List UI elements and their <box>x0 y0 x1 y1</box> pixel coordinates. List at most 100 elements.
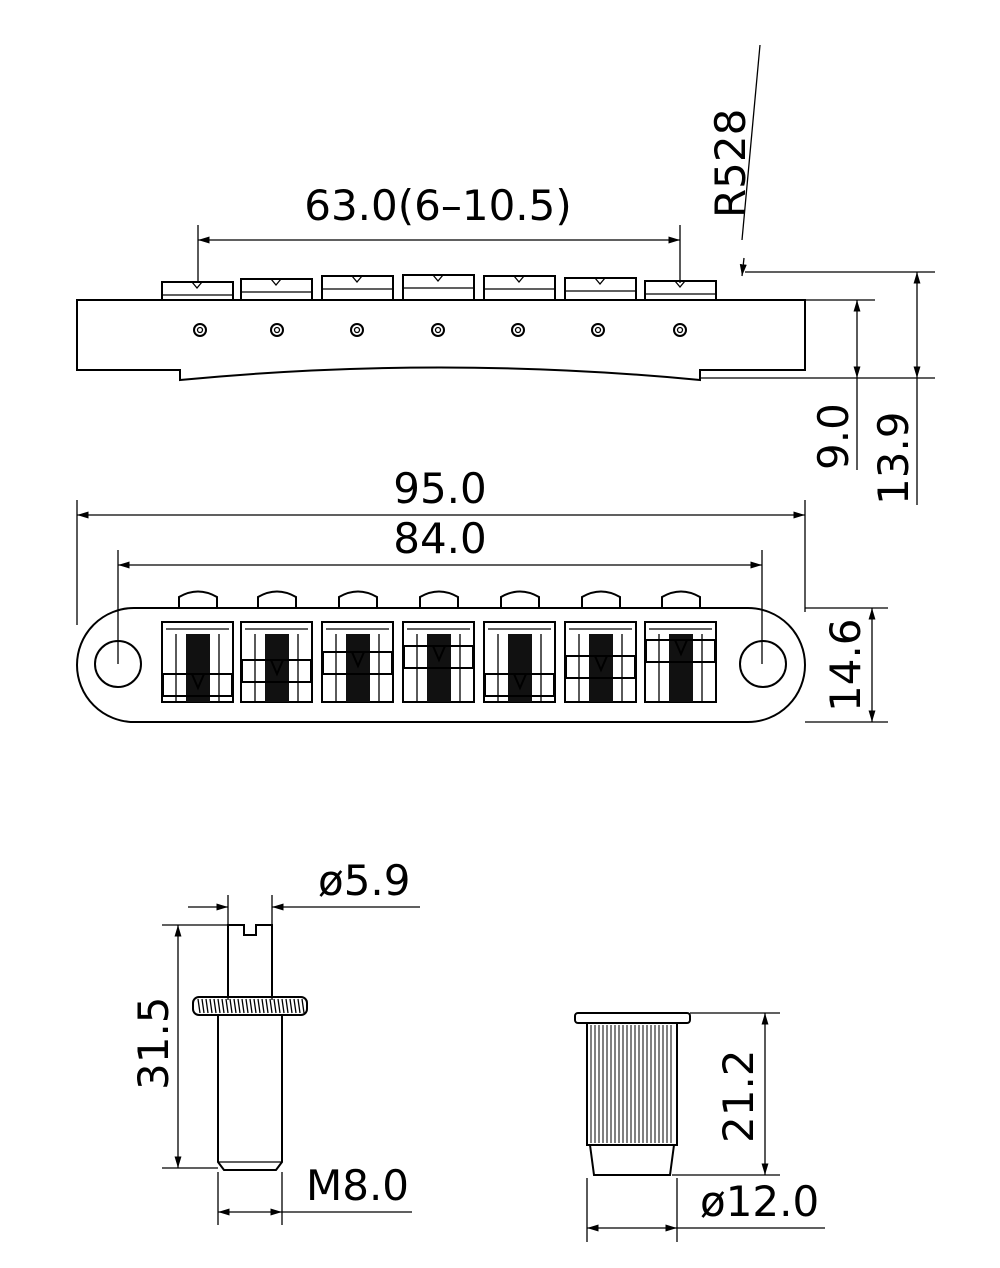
side-saddles <box>161 274 717 337</box>
radius-arrow <box>739 257 747 277</box>
saddle-carriage <box>484 673 555 697</box>
radius-leader <box>741 44 761 241</box>
string-notch <box>351 651 365 669</box>
screw-hole <box>193 323 207 337</box>
side-saddle <box>240 278 313 301</box>
thumbwheel-knurl <box>197 998 305 1014</box>
knurl-line <box>269 998 273 1014</box>
screw-head <box>581 590 621 608</box>
knurl-line <box>217 998 221 1014</box>
knurl-line <box>245 998 249 1014</box>
string-notch <box>432 274 444 283</box>
side-saddle <box>161 281 234 301</box>
saddle-carriage <box>241 659 312 683</box>
bushing-flange <box>574 1012 691 1024</box>
saddle-carriage <box>403 645 474 669</box>
front-saddles <box>161 621 717 703</box>
bushing-drawing: 21.2 ø12.0 <box>574 1012 825 1242</box>
string-notch <box>270 278 282 287</box>
saddle-carriage <box>322 651 393 675</box>
knurl-line <box>293 998 297 1014</box>
knurl-line <box>285 998 289 1014</box>
knurl-line <box>301 998 305 1014</box>
screw-hole <box>673 323 687 337</box>
side-view: 63.0(6–10.5) R528 9.0 13.9 <box>76 44 935 505</box>
side-saddle <box>321 275 394 301</box>
knurl-line <box>281 998 285 1014</box>
screw-hole-inner <box>273 326 281 334</box>
screw-head <box>178 590 218 608</box>
bushing-diameter-label: ø12.0 <box>700 1177 819 1226</box>
knurl-line <box>257 998 261 1014</box>
string-notch <box>674 639 688 657</box>
knurl-line <box>233 998 237 1014</box>
string-notch <box>191 673 205 691</box>
knurl-line <box>297 998 301 1014</box>
knurl-line <box>221 998 225 1014</box>
string-notch <box>351 275 363 284</box>
saddle-carriage <box>162 673 233 697</box>
knurl-line <box>241 998 245 1014</box>
side-saddle <box>483 275 556 301</box>
screw-hole <box>270 323 284 337</box>
post-hole-left <box>94 640 142 688</box>
string-notch <box>270 659 284 677</box>
bushing-base <box>588 1144 676 1176</box>
stud-drawing: ø5.9 31.5 M8.0 <box>129 856 420 1225</box>
stud-head <box>227 924 273 998</box>
bridge-body-front <box>76 607 806 723</box>
knurl-line <box>205 998 209 1014</box>
screw-hole <box>431 323 445 337</box>
intonation-screw-thread <box>508 634 532 702</box>
intonation-screw-thread <box>669 634 693 702</box>
knurl-line <box>201 998 205 1014</box>
knurl-line <box>213 998 217 1014</box>
thread-label: M8.0 <box>306 1161 409 1210</box>
side-saddle <box>564 277 637 301</box>
intonation-screw-thread <box>265 634 289 702</box>
knurl-line <box>253 998 257 1014</box>
screw-hole <box>350 323 364 337</box>
post-hole-right <box>739 640 787 688</box>
screw-hole-inner <box>434 326 442 334</box>
intonation-screw-thread <box>186 634 210 702</box>
head-diameter-label: ø5.9 <box>318 856 411 905</box>
knurl-line <box>277 998 281 1014</box>
knurl-line <box>273 998 277 1014</box>
screw-head <box>500 590 540 608</box>
radius-label: R528 <box>706 109 755 218</box>
screw-hole-inner <box>196 326 204 334</box>
string-notch <box>432 645 446 663</box>
screw-head <box>419 590 459 608</box>
knurl-line <box>237 998 241 1014</box>
overall-length-label: 95.0 <box>393 464 487 513</box>
total-height-label: 13.9 <box>869 411 918 505</box>
post-spacing-label: 84.0 <box>393 514 487 563</box>
screw-head <box>257 590 297 608</box>
knurl-line <box>209 998 213 1014</box>
side-saddle <box>644 280 717 301</box>
screw-hole-inner <box>594 326 602 334</box>
screw-hole-inner <box>514 326 522 334</box>
string-notch <box>674 280 686 289</box>
saddle-carriage <box>565 655 636 679</box>
stud-length-label: 31.5 <box>129 996 178 1090</box>
string-notch <box>513 275 525 284</box>
knurl-line <box>225 998 229 1014</box>
string-notch <box>513 673 527 691</box>
string-spacing-label: 63.0(6–10.5) <box>304 181 572 230</box>
knurl-line <box>265 998 269 1014</box>
screw-hole <box>511 323 525 337</box>
saddle-carriage <box>645 639 716 663</box>
screw-head <box>661 590 701 608</box>
screw-head <box>338 590 378 608</box>
bushing-knurl <box>590 1025 672 1143</box>
intonation-screw-heads <box>178 590 701 608</box>
screw-hole-inner <box>676 326 684 334</box>
front-view: 95.0 84.0 14.6 <box>76 464 888 723</box>
stud-shaft <box>217 1014 283 1171</box>
width-label: 14.6 <box>821 618 870 712</box>
screw-hole-inner <box>353 326 361 334</box>
string-notch <box>594 655 608 673</box>
